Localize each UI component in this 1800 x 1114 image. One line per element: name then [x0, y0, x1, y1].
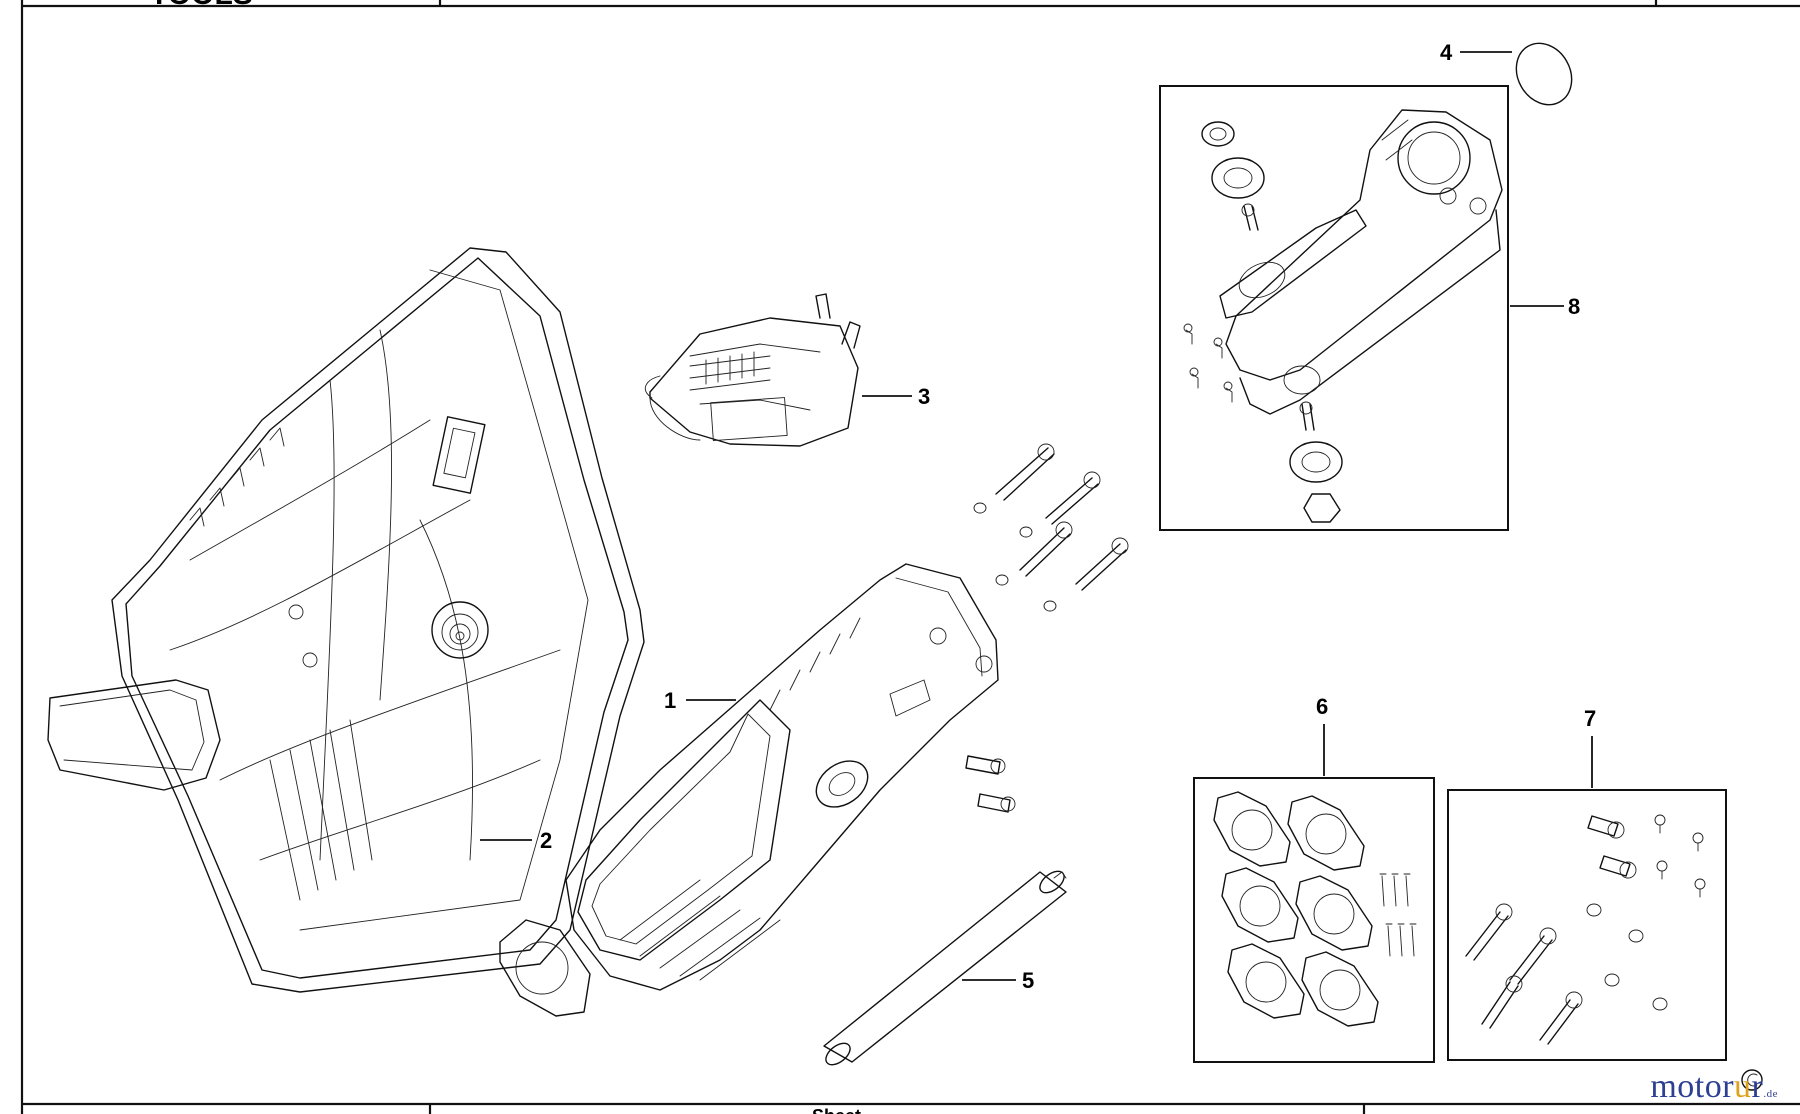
callout-8: 8 [1568, 294, 1580, 319]
screw-pair-body [965, 755, 1016, 813]
callout-2: 2 [540, 828, 552, 853]
part-1-lamp-body [565, 563, 999, 991]
part-6-lens-cap-set [1213, 791, 1417, 1027]
callout-3: 3 [918, 384, 930, 409]
lens-cap-loose [499, 919, 591, 1017]
part-3-charger-plug [644, 293, 861, 447]
part-7-screw-set [1465, 814, 1706, 1045]
callout-7: 7 [1584, 706, 1596, 731]
part-8-head-assembly [1183, 109, 1503, 523]
callout-4: 4 [1440, 40, 1453, 65]
sheet-frame: TOOLS Sheet [20, 0, 1800, 1114]
callout-1: 1 [664, 688, 676, 713]
watermark-logo: motorur.de [1650, 1068, 1778, 1106]
watermark-tld: .de [1763, 1088, 1778, 1100]
part-5-tube [823, 870, 1067, 1066]
part-2-holder-plate [47, 247, 645, 993]
box-7-frame [1447, 789, 1727, 1061]
watermark-brand-b: u [1734, 1068, 1752, 1105]
callout-6: 6 [1316, 694, 1328, 719]
header-title-partial: TOOLS [150, 0, 253, 11]
screw-set-housing [973, 443, 1129, 612]
callout-5: 5 [1022, 968, 1034, 993]
box-8-frame [1159, 85, 1509, 531]
watermark-brand-c: r [1751, 1068, 1764, 1105]
part-4-o-ring [1515, 42, 1573, 106]
copyright-icon [1741, 1069, 1763, 1091]
watermark-brand-a: motor [1650, 1068, 1735, 1105]
box-6-frame [1193, 777, 1435, 1063]
footer-label-partial: Sheet [812, 1106, 861, 1114]
